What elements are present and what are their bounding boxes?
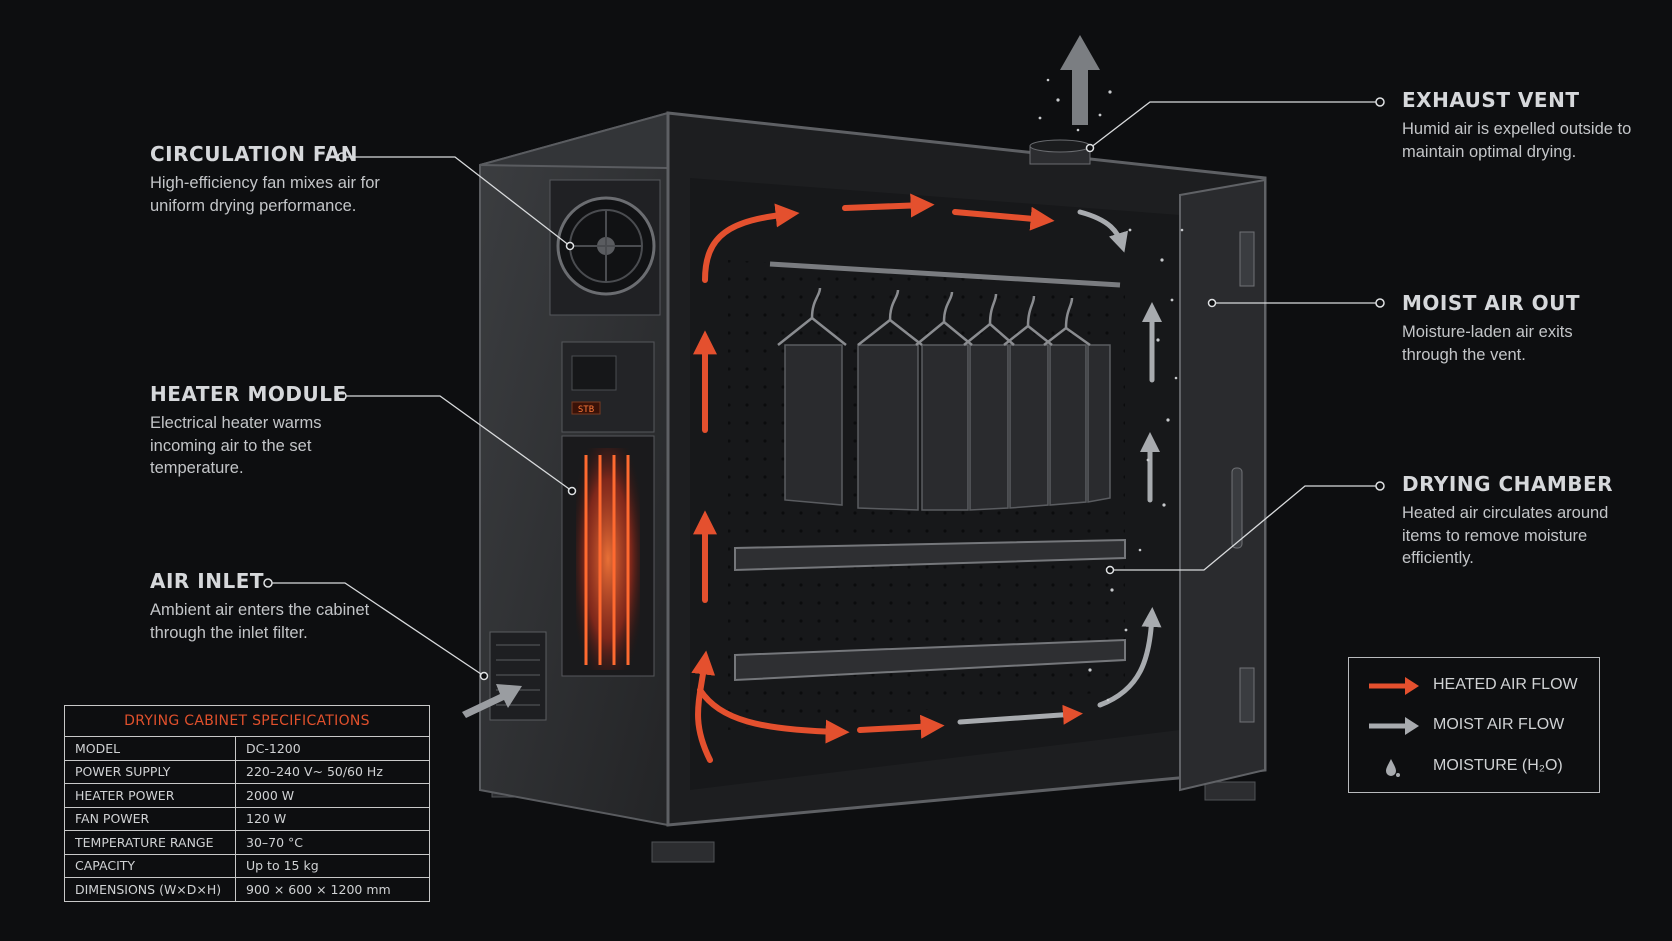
- air-inlet-grille: [489, 631, 547, 721]
- spec-value: Up to 15 kg: [235, 853, 430, 878]
- heater-display: [571, 401, 601, 415]
- inlet-arrow: [462, 684, 522, 718]
- callout-title: DRYING CHAMBER: [1402, 472, 1614, 496]
- hanging-garments: [784, 344, 1111, 511]
- callout-description: Heated air circulates around items to re…: [1402, 504, 1609, 567]
- spec-key: TEMPERATURE RANGE: [64, 830, 236, 855]
- callout-description: Humid air is expelled outside to maintai…: [1402, 120, 1632, 161]
- door-hinge-top: [1239, 231, 1255, 287]
- cabinet-door: [1179, 178, 1266, 792]
- legend-item-moist: MOIST AIR FLOW: [1349, 710, 1599, 740]
- callout-title: CIRCULATION FAN: [150, 142, 358, 166]
- spec-key: MODEL: [64, 736, 236, 761]
- spec-value: 900 × 600 × 1200 mm: [235, 877, 430, 902]
- hanging-rail: [769, 261, 1121, 288]
- callout-description: Moisture-laden air exits through the ven…: [1402, 323, 1573, 364]
- heater-display-text: STB: [578, 405, 594, 415]
- specifications-title: DRYING CABINET SPECIFICATIONS: [64, 705, 430, 737]
- callout-title: AIR INLET: [150, 569, 265, 593]
- spec-key: FAN POWER: [64, 806, 236, 831]
- heated-air-flow: [691, 193, 1055, 763]
- hangers: [777, 287, 1091, 347]
- spec-key: CAPACITY: [64, 853, 236, 878]
- moisture-particles: [1038, 78, 1184, 702]
- legend: HEATED AIR FLOW MOIST AIR FLOW MOISTURE …: [1348, 657, 1600, 793]
- legend-item-heated: HEATED AIR FLOW: [1349, 670, 1599, 700]
- legend-item-moisture: MOISTURE (H₂O): [1349, 751, 1599, 781]
- spec-value: 220–240 V~ 50/60 Hz: [235, 759, 430, 784]
- callout-leaders: [268, 101, 1380, 677]
- drying-shelves: [734, 538, 1126, 682]
- callout-title: EXHAUST VENT: [1402, 88, 1580, 112]
- spec-key: DIMENSIONS (W×D×H): [64, 877, 236, 902]
- heater-module: STB: [561, 341, 655, 677]
- moist-arrow-icon: [1369, 717, 1419, 735]
- door-hinge-bottom: [1239, 667, 1255, 723]
- heated-arrow-icon: [1369, 677, 1419, 695]
- exhaust-vent: [1029, 139, 1091, 165]
- callout-drying-chamber: DRYING CHAMBER Heated air circulates aro…: [1402, 472, 1672, 570]
- moist-air-flow: [957, 209, 1162, 725]
- door-handle: [1231, 467, 1243, 549]
- callout-exhaust-vent: EXHAUST VENT Humid air is expelled outsi…: [1402, 88, 1672, 163]
- callout-heater-module: HEATER MODULE Electrical heater warms in…: [150, 382, 450, 480]
- callout-title: MOIST AIR OUT: [1402, 291, 1581, 315]
- table-row: DIMENSIONS (W×D×H)900 × 600 × 1200 mm: [64, 877, 430, 902]
- spec-value: 120 W: [235, 806, 430, 831]
- legend-label: MOIST AIR FLOW: [1433, 716, 1565, 733]
- callout-description: Electrical heater warms incoming air to …: [150, 414, 322, 477]
- callout-description: High-efficiency fan mixes air for unifor…: [150, 174, 380, 215]
- spec-value: 30–70 °C: [235, 830, 430, 855]
- exhaust-up-arrow: [1060, 35, 1100, 125]
- callout-air-inlet: AIR INLET Ambient air enters the cabinet…: [150, 569, 450, 644]
- legend-label: HEATED AIR FLOW: [1433, 676, 1578, 693]
- callout-dots: [263, 97, 1385, 681]
- callout-description: Ambient air enters the cabinet through t…: [150, 601, 370, 642]
- legend-label: MOISTURE (H₂O): [1433, 757, 1563, 774]
- spec-key: HEATER POWER: [64, 783, 236, 808]
- droplet-icon: [1386, 759, 1400, 777]
- spec-key: POWER SUPPLY: [64, 759, 236, 784]
- callout-title: HEATER MODULE: [150, 382, 347, 406]
- callout-moist-air-out: MOIST AIR OUT Moisture-laden air exits t…: [1402, 291, 1672, 366]
- spec-value: DC-1200: [235, 736, 430, 761]
- callout-circulation-fan: CIRCULATION FAN High-efficiency fan mixe…: [150, 142, 450, 217]
- spec-value: 2000 W: [235, 783, 430, 808]
